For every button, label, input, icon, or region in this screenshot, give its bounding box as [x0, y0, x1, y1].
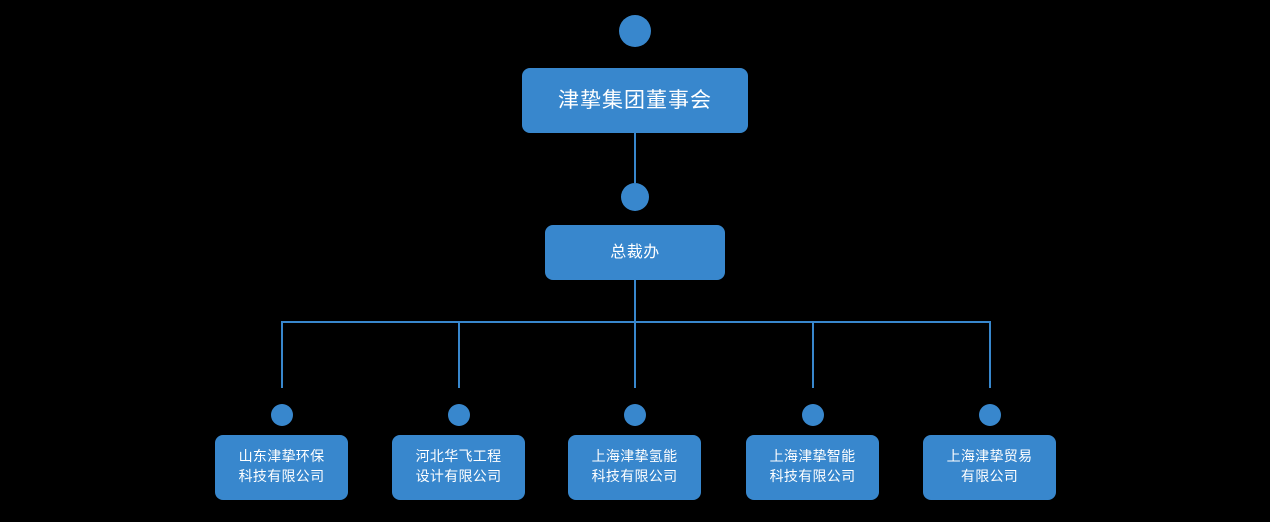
leaf-node-dot-1 — [271, 404, 293, 426]
node-box-mid[interactable]: 总裁办 — [545, 225, 725, 280]
connector-drop-leaf-2 — [458, 321, 460, 388]
connector-drop-leaf-5 — [989, 321, 991, 388]
node-box-leaf-2[interactable]: 河北华飞工程 设计有限公司 — [392, 435, 525, 500]
node-label-root: 津挚集团董事会 — [558, 88, 712, 113]
leaf-node-dot-3 — [624, 404, 646, 426]
connector-drop-leaf-3 — [634, 321, 636, 388]
node-label-leaf-3: 上海津挚氢能 科技有限公司 — [591, 449, 678, 485]
node-box-leaf-5[interactable]: 上海津挚贸易 有限公司 — [923, 435, 1056, 500]
node-box-root[interactable]: 津挚集团董事会 — [522, 68, 748, 133]
leaf-node-dot-2 — [448, 404, 470, 426]
node-label-leaf-4: 上海津挚智能 科技有限公司 — [769, 449, 856, 485]
connector-drop-leaf-4 — [812, 321, 814, 388]
connector-mid-trunk — [634, 280, 636, 322]
node-label-leaf-2: 河北华飞工程 设计有限公司 — [415, 449, 502, 485]
node-label-leaf-5: 上海津挚贸易 有限公司 — [946, 449, 1033, 485]
connector-horizontal-bus — [281, 321, 991, 323]
leaf-node-dot-5 — [979, 404, 1001, 426]
node-label-mid: 总裁办 — [610, 242, 660, 262]
node-label-leaf-1: 山东津挚环保 科技有限公司 — [238, 449, 325, 485]
root-node-dot — [619, 15, 651, 47]
mid-node-dot — [621, 183, 649, 211]
node-box-leaf-3[interactable]: 上海津挚氢能 科技有限公司 — [568, 435, 701, 500]
connector-drop-leaf-1 — [281, 321, 283, 388]
leaf-node-dot-4 — [802, 404, 824, 426]
connector-root-to-mid — [634, 133, 636, 183]
node-box-leaf-4[interactable]: 上海津挚智能 科技有限公司 — [746, 435, 879, 500]
node-box-leaf-1[interactable]: 山东津挚环保 科技有限公司 — [215, 435, 348, 500]
